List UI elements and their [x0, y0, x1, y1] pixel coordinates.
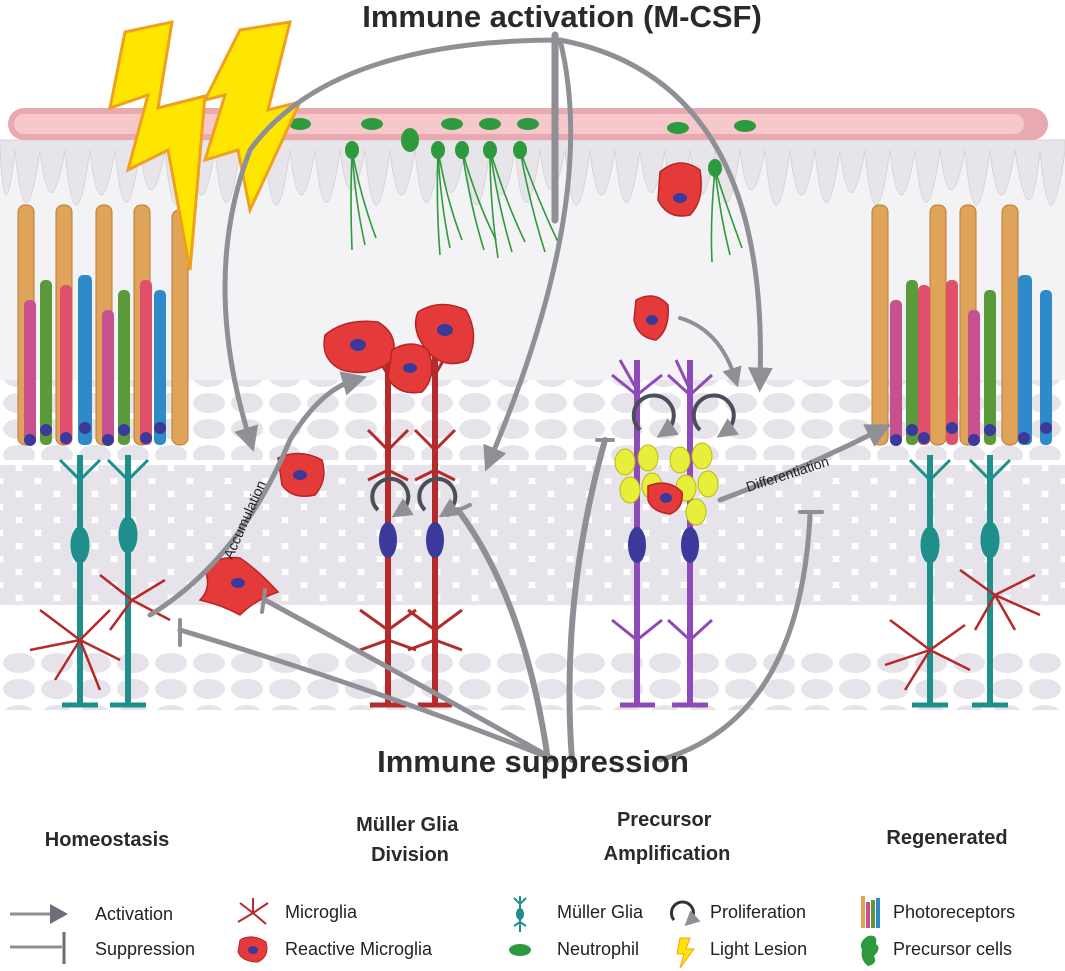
photoreceptors-right [871, 204, 1052, 446]
neutrophil [441, 118, 463, 130]
precursor-cells-icon [860, 935, 879, 966]
legend-microglia: Microglia [237, 898, 358, 925]
immune-suppression-title: Immune suppression [377, 744, 689, 779]
svg-text:Light Lesion: Light Lesion [710, 939, 807, 959]
muller-glia-homeostasis [58, 455, 150, 708]
stage-regenerated: Regenerated [886, 827, 1007, 849]
muller-glia-regenerated [908, 455, 1012, 708]
neutrophil [734, 120, 756, 132]
svg-text:Proliferation: Proliferation [710, 902, 806, 922]
legend: Activation Suppression Microglia Reactiv… [10, 896, 1015, 969]
neutrophil [401, 128, 419, 152]
svg-text:Neutrophil: Neutrophil [557, 939, 639, 959]
svg-text:Precursor cells: Precursor cells [893, 939, 1012, 959]
svg-text:Müller Glia: Müller Glia [557, 902, 644, 922]
light-lesion-bolt [108, 20, 303, 271]
legend-precursor-cells: Precursor cells [860, 935, 1012, 966]
microglia-icon [237, 898, 269, 925]
activation-arrows [147, 31, 892, 618]
legend-muller-glia: Müller Glia [513, 896, 644, 932]
legend-photoreceptors: Photoreceptors [861, 896, 1015, 928]
microglia-homeostasis [29, 574, 171, 691]
muller-glia-icon [513, 896, 527, 932]
svg-text:Reactive Microglia: Reactive Microglia [285, 939, 433, 959]
stage-homeostasis: Homeostasis [45, 829, 170, 851]
precursor-cells-cluster [614, 442, 719, 526]
neutrophil [479, 118, 501, 130]
legend-neutrophil: Neutrophil [509, 939, 639, 959]
legend-reactive-microglia: Reactive Microglia [237, 936, 433, 963]
neutrophil [667, 122, 689, 134]
legend-suppression: Suppression [10, 932, 195, 964]
stage-precursor-amplification: Precursor Amplification [604, 809, 731, 865]
legend-proliferation: Proliferation [669, 900, 806, 927]
photoreceptors-icon [861, 896, 880, 928]
svg-text:Photoreceptors: Photoreceptors [893, 902, 1015, 922]
neutrophil [289, 118, 311, 130]
legend-activation: Activation [10, 904, 173, 924]
neutrophil [517, 118, 539, 130]
stage-muller-glia-division: Müller Glia Division [356, 814, 464, 866]
neutrophil [361, 118, 383, 130]
proliferation-icon [669, 900, 701, 927]
light-lesion-icon [676, 937, 695, 969]
neutrophil-group [289, 118, 756, 263]
legend-light-lesion: Light Lesion [676, 937, 807, 969]
suppression-arrows [177, 437, 824, 763]
immune-activation-title: Immune activation (M-CSF) [362, 0, 762, 34]
svg-text:Microglia: Microglia [285, 902, 358, 922]
neutrophil-icon [509, 944, 531, 956]
proliferation-cycles [370, 393, 739, 518]
svg-text:Activation: Activation [95, 904, 173, 924]
microglia-regenerated [884, 568, 1041, 691]
muller-glia-precursor [611, 359, 714, 708]
svg-text:Suppression: Suppression [95, 939, 195, 959]
